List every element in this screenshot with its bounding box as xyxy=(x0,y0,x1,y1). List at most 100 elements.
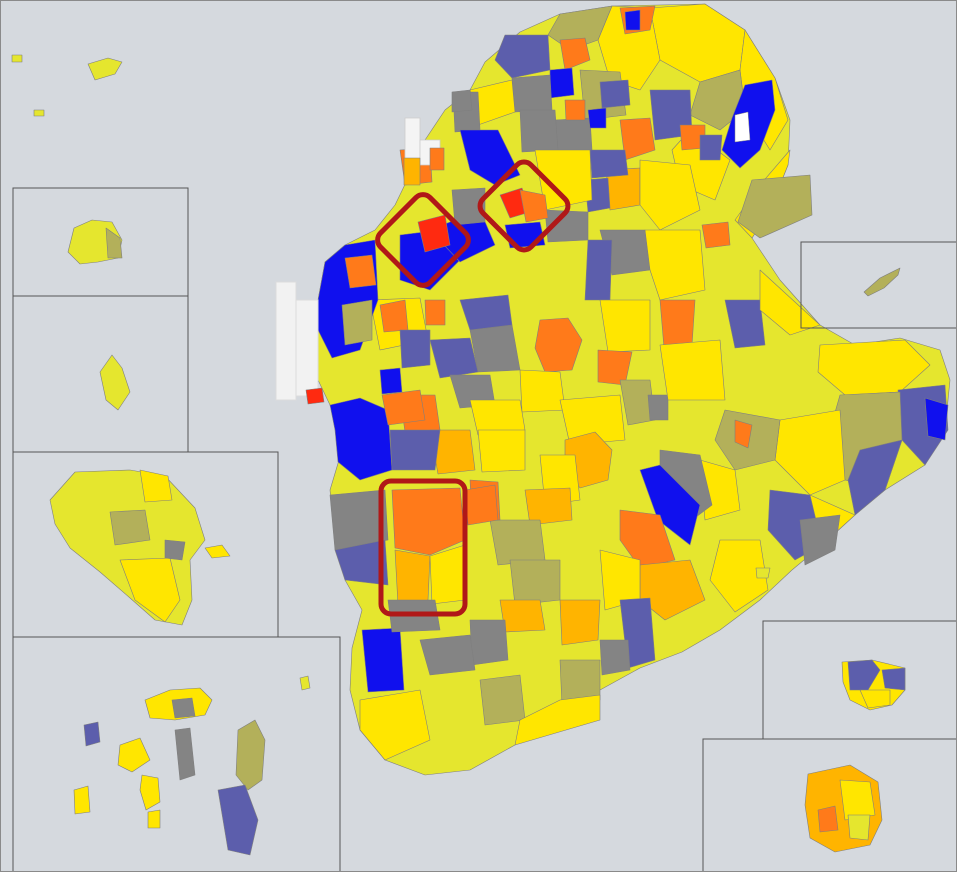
district xyxy=(647,394,669,421)
district xyxy=(329,489,389,551)
district xyxy=(459,294,513,331)
district xyxy=(554,117,593,156)
district xyxy=(344,254,377,289)
island xyxy=(147,809,161,829)
district xyxy=(361,627,405,693)
district xyxy=(451,187,486,226)
district xyxy=(424,299,446,326)
island-inset-e xyxy=(800,241,957,329)
district xyxy=(699,134,723,161)
island xyxy=(105,227,123,259)
island xyxy=(117,737,151,773)
inset-frame xyxy=(800,241,957,329)
district xyxy=(469,324,521,373)
district xyxy=(559,599,601,646)
inset-frame xyxy=(702,738,957,872)
inset-frame xyxy=(12,636,341,872)
district xyxy=(619,117,656,161)
island xyxy=(171,697,196,719)
district xyxy=(329,397,393,481)
island-inset-g xyxy=(702,738,957,872)
islet xyxy=(755,567,771,579)
district xyxy=(644,229,706,301)
district xyxy=(399,329,431,369)
district xyxy=(701,221,731,249)
district xyxy=(559,394,626,446)
district xyxy=(394,549,431,606)
island xyxy=(235,719,266,791)
district xyxy=(624,9,641,31)
district xyxy=(839,779,876,821)
highlight-boxes xyxy=(375,159,571,617)
island-inset-c xyxy=(12,451,279,638)
district xyxy=(477,429,526,473)
inset-maps xyxy=(11,54,957,872)
district xyxy=(589,149,629,179)
district xyxy=(499,599,546,633)
district xyxy=(417,214,451,253)
district xyxy=(847,814,871,841)
district xyxy=(139,469,173,503)
island xyxy=(73,785,91,815)
district xyxy=(737,174,813,239)
islet xyxy=(33,109,45,117)
district xyxy=(519,189,549,223)
island xyxy=(863,267,901,297)
district xyxy=(709,539,769,613)
district xyxy=(639,464,701,546)
district xyxy=(584,239,613,301)
island-inset-f xyxy=(762,620,957,740)
island-inset-d xyxy=(12,636,341,872)
district xyxy=(639,159,701,231)
district xyxy=(847,659,881,691)
district xyxy=(379,367,403,395)
district xyxy=(519,109,559,153)
district xyxy=(389,429,441,471)
district xyxy=(817,805,839,833)
district xyxy=(419,634,476,676)
district xyxy=(305,387,325,405)
district xyxy=(489,519,546,566)
harbour-pier xyxy=(404,117,421,161)
district xyxy=(514,694,601,746)
district xyxy=(403,157,421,186)
highlight-box-2 xyxy=(477,159,571,253)
district xyxy=(334,539,389,586)
district xyxy=(599,639,631,676)
district xyxy=(724,299,766,349)
island xyxy=(174,727,196,781)
district xyxy=(511,74,553,113)
island xyxy=(139,774,161,811)
highlight-box-3 xyxy=(378,478,468,617)
island xyxy=(217,784,259,856)
district xyxy=(379,299,409,333)
district xyxy=(381,389,426,426)
district xyxy=(341,299,373,346)
district xyxy=(559,37,591,71)
district xyxy=(534,317,583,373)
district xyxy=(924,397,949,441)
district xyxy=(494,34,551,79)
district xyxy=(359,689,431,761)
islet xyxy=(87,57,123,81)
airport-runway xyxy=(275,281,297,401)
highlight-box-1 xyxy=(375,192,471,288)
main-island xyxy=(275,3,951,776)
district xyxy=(859,689,891,709)
district xyxy=(599,299,651,353)
district xyxy=(429,147,445,171)
district xyxy=(479,674,526,726)
district xyxy=(587,107,607,129)
islet xyxy=(299,675,311,691)
district xyxy=(549,67,575,99)
district xyxy=(659,299,696,349)
district xyxy=(564,99,586,121)
islet xyxy=(11,54,23,63)
district xyxy=(109,509,151,546)
district xyxy=(759,269,821,336)
district xyxy=(799,514,841,566)
district xyxy=(659,339,726,401)
district xyxy=(847,439,903,516)
